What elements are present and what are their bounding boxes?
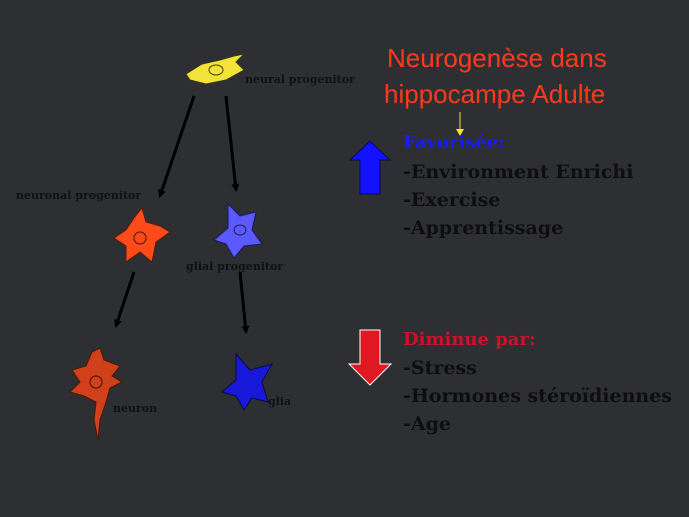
- label-neural-progenitor: neural progenitor: [245, 73, 355, 86]
- title-line-2: hippocampe Adulte: [384, 79, 606, 109]
- favored-item: -Exercise: [403, 189, 501, 211]
- favored-heading: Favorisée:: [403, 132, 505, 153]
- decreased-item: -Stress: [403, 357, 477, 379]
- title-line-1: Neurogenèse dans: [387, 43, 607, 73]
- label-glial-progenitor: glial progenitor: [186, 260, 284, 273]
- neural-progenitor-cell: [185, 53, 246, 85]
- glial-progenitor-cell: [213, 202, 263, 259]
- neuron-cell: [69, 347, 124, 441]
- glia-cell: [220, 352, 274, 411]
- decreased-heading: Diminue par:: [403, 329, 536, 350]
- decreased-item: -Hormones stéroïdiennes: [403, 385, 672, 407]
- favored-item: -Apprentissage: [403, 217, 564, 239]
- arrow-to-glia: [238, 271, 250, 334]
- label-glia: glia: [268, 395, 292, 408]
- label-neuronal-progenitor: neuronal progenitor: [16, 189, 142, 202]
- decreased-item: -Age: [403, 413, 452, 435]
- increase-arrow-icon: [348, 140, 392, 195]
- pointer-arrow: [456, 112, 464, 136]
- favored-item: -Environment Enrichi: [403, 161, 634, 183]
- arrow-to-glial-progenitor: [224, 95, 240, 192]
- arrow-to-neuronal-progenitor: [158, 95, 196, 198]
- decrease-arrow-icon: [347, 329, 393, 386]
- arrow-to-neuron: [114, 271, 136, 328]
- neuronal-progenitor-cell: [113, 206, 171, 263]
- label-neuron: neuron: [113, 402, 158, 415]
